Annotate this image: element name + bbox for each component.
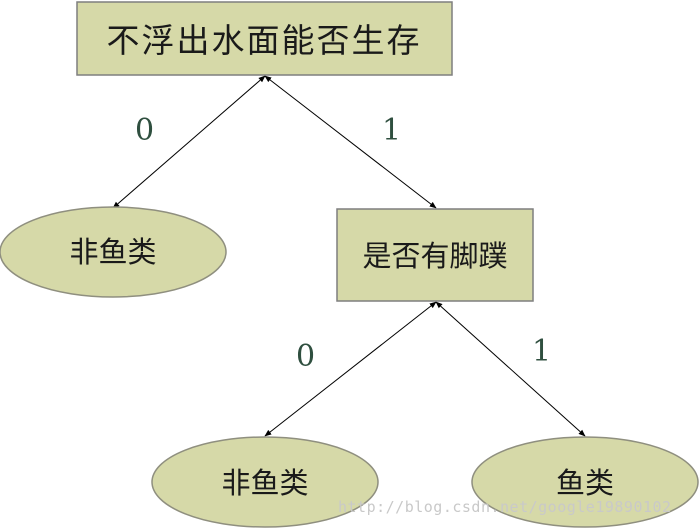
edge-label-decision-left: 0 — [296, 339, 315, 374]
decision-node-label: 是否有脚蹼 — [362, 239, 507, 273]
edge-root-to-decision — [264, 75, 437, 209]
root-node-label: 不浮出水面能否生存 — [107, 21, 422, 60]
bottom-right-leaf-node — [471, 436, 699, 528]
edge-label-root-right: 1 — [382, 113, 401, 148]
edge-label-decision-right: 1 — [532, 334, 551, 369]
edge-label-root-left: 0 — [135, 113, 154, 148]
edge-decision-to-bottom-right — [435, 301, 586, 437]
edge-root-to-left-leaf — [112, 75, 266, 209]
bottom-left-leaf-node — [151, 436, 379, 528]
decision-node — [336, 208, 534, 302]
root-node — [76, 1, 453, 76]
left-leaf-label: 非鱼类 — [69, 235, 156, 269]
left-leaf-node — [0, 206, 227, 298]
bottom-right-leaf-label: 鱼类 — [556, 466, 614, 500]
bottom-left-leaf-label: 非鱼类 — [221, 466, 308, 500]
edge-decision-to-bottom-left — [264, 301, 437, 437]
watermark-text: http://blog.csdn.net/google19890102 — [338, 498, 672, 516]
